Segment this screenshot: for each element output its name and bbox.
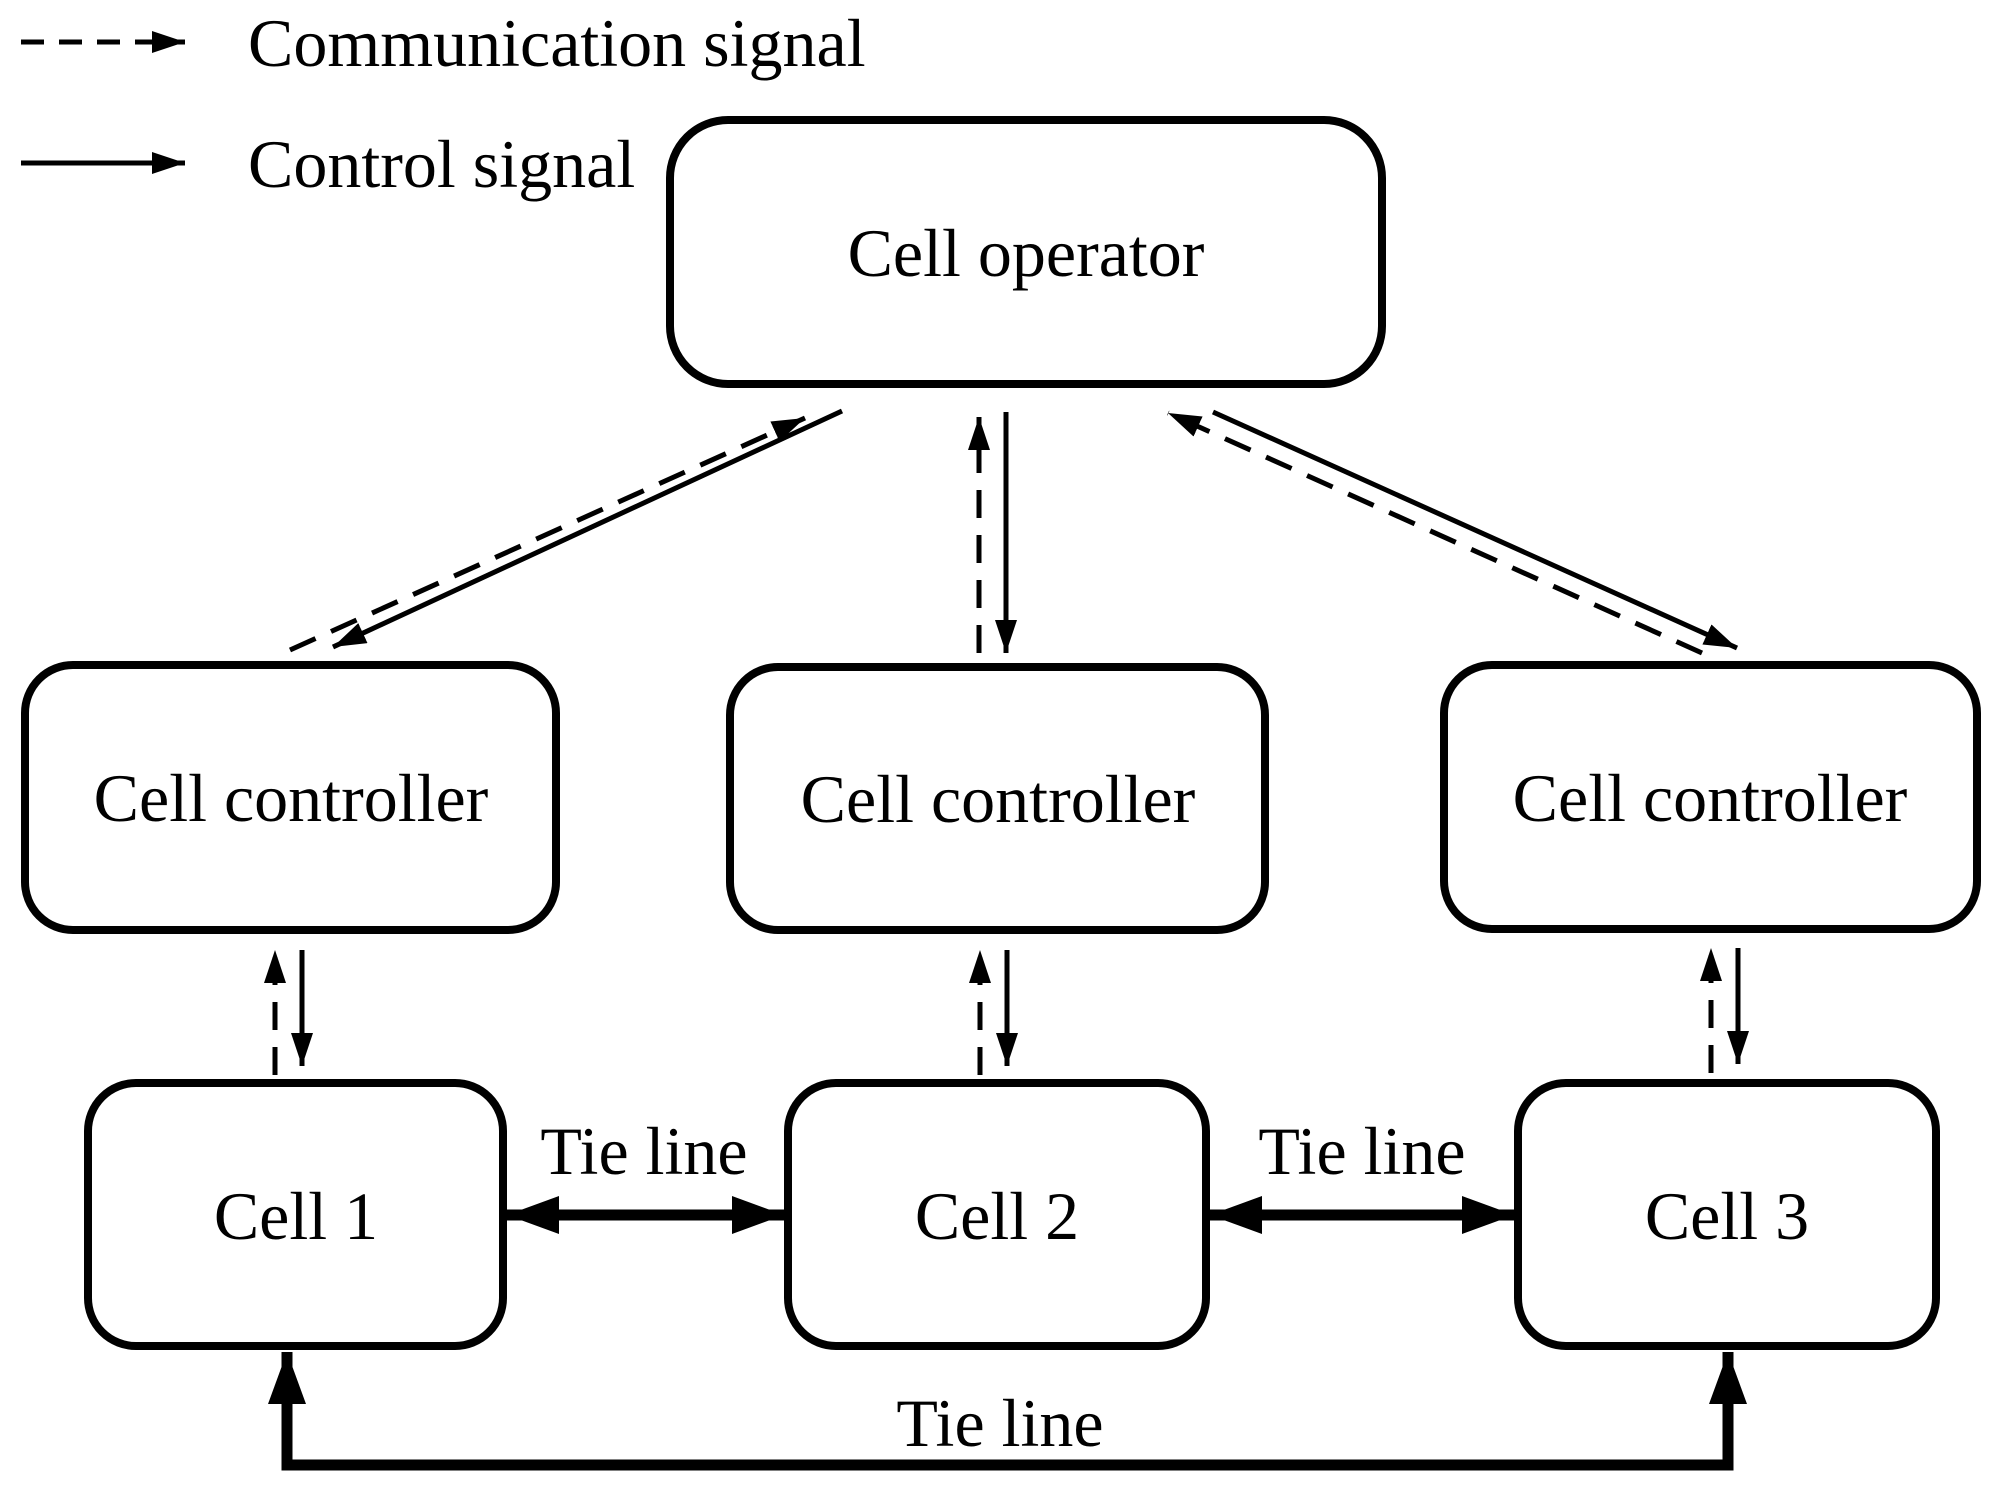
cell-1-box	[84, 1079, 507, 1350]
cell-controller-1-node: Cell controller	[21, 661, 560, 934]
cell-controller-3-box	[1440, 661, 1981, 933]
cell-3-label: Cell 3	[1645, 1178, 1809, 1254]
cell-operator-label: Cell operator	[848, 215, 1205, 291]
cell-controller-2-box	[726, 663, 1269, 934]
cell-controller-1-label: Cell controller	[94, 760, 489, 836]
cell-2-label: Cell 2	[915, 1178, 1079, 1254]
tie-line-arrow-cell1-cell3	[268, 1352, 1747, 1471]
cell-2-box	[784, 1079, 1210, 1350]
communication-arrow-controller1-to-operator	[288, 415, 807, 653]
control-arrow-operator-to-controller1	[331, 408, 844, 650]
cell-controller-2-label: Cell controller	[801, 761, 1196, 837]
tie-line-label-cell1-cell2: Tie line	[540, 1113, 747, 1189]
cell-controller-2-node: Cell controller	[726, 663, 1269, 934]
cell-controller-3-label: Cell controller	[1513, 760, 1908, 836]
cell-3-node: Cell 3	[1514, 1079, 1940, 1350]
control-arrow-operator-to-controller3	[1211, 409, 1739, 651]
communication-arrow-controller3-to-operator	[1166, 410, 1704, 656]
cell-1-node: Cell 1	[84, 1079, 507, 1350]
legend: Communication signal Control signal	[21, 5, 866, 202]
cell-controller-1-box	[21, 661, 560, 934]
cell-3-box	[1514, 1079, 1940, 1350]
cell-operator-node: Cell operator	[666, 116, 1386, 388]
cell-1-label: Cell 1	[214, 1178, 378, 1254]
legend-communication-label: Communication signal	[248, 5, 866, 81]
cell-2-node: Cell 2	[784, 1079, 1210, 1350]
cell-controller-3-node: Cell controller	[1440, 661, 1981, 933]
cell-operator-box	[666, 116, 1386, 388]
tie-line-label-cell2-cell3: Tie line	[1258, 1113, 1465, 1189]
tie-line-label-cell1-cell3: Tie line	[896, 1385, 1103, 1461]
legend-control-label: Control signal	[248, 126, 635, 202]
